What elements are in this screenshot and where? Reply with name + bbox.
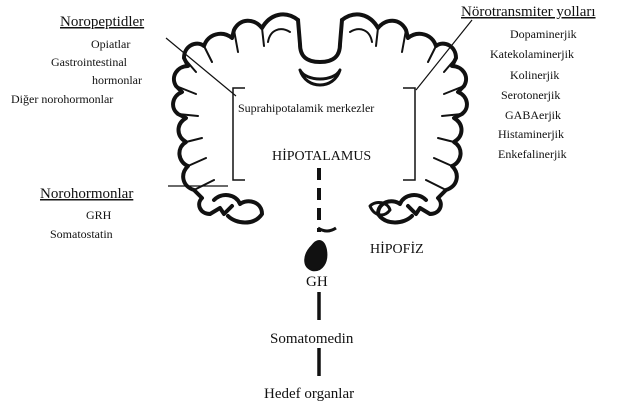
- neurotransmitter-item: GABAerjik: [505, 108, 561, 122]
- neurotransmitter-item: Serotonerjik: [501, 88, 560, 102]
- suprahypothalamic-label: Suprahipotalamik merkezler: [238, 101, 374, 115]
- pituitary-gland: [305, 228, 336, 270]
- flow-gh: GH: [306, 274, 328, 290]
- neuropeptides-item: hormonlar: [92, 73, 142, 87]
- neuropeptides-item: Diğer norohormonlar: [11, 92, 113, 106]
- neurohormones-item: GRH: [86, 208, 112, 222]
- flow-somatomedin: Somatomedin: [270, 331, 354, 347]
- neurotransmitter-item: Dopaminerjik: [510, 27, 577, 41]
- midline-structure: [298, 20, 342, 62]
- neurohormones-title: Norohormonlar: [40, 186, 133, 202]
- neurohormones-item: Somatostatin: [50, 227, 113, 241]
- neurotransmitter-title: Nörotransmiter yolları: [461, 4, 596, 20]
- neurotransmitter-item: Katekolaminerjik: [490, 47, 574, 61]
- neurotransmitter-item: Histaminerjik: [498, 127, 564, 141]
- neurotransmitter-pointer: [416, 20, 472, 90]
- neuropeptides-item: Gastrointestinal: [51, 55, 128, 69]
- hypothalamus-label: HİPOTALAMUS: [272, 148, 371, 164]
- flow-target-organs: Hedef organlar: [264, 386, 354, 402]
- right-bracket: [403, 88, 415, 180]
- pituitary-label: HİPOFİZ: [370, 241, 424, 257]
- neuropeptides-item: Opiatlar: [91, 37, 130, 51]
- neuropeptides-title: Noropeptidler: [60, 14, 144, 30]
- neurotransmitter-item: Kolinerjik: [510, 68, 559, 82]
- neurotransmitter-item: Enkefalinerjik: [498, 147, 567, 161]
- ventricle: [300, 70, 340, 85]
